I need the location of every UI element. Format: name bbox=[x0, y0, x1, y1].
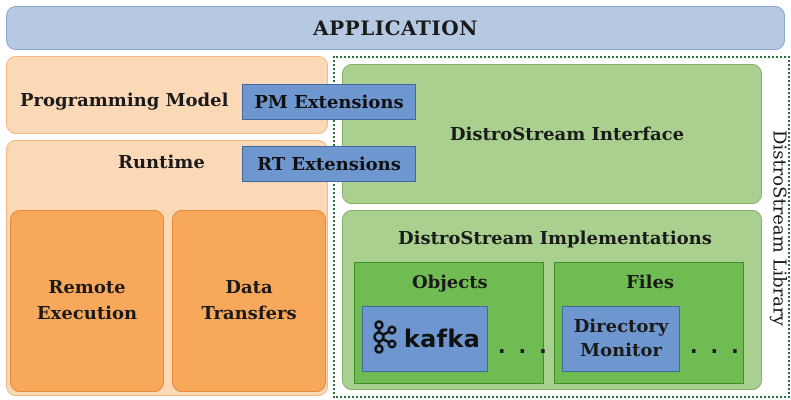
pm-extensions-box: PM Extensions bbox=[242, 84, 416, 120]
data-transfers-box: Data Transfers bbox=[172, 210, 326, 392]
application-label: APPLICATION bbox=[313, 16, 478, 40]
directory-monitor-line2: Monitor bbox=[580, 340, 662, 361]
programming-model-label: Programming Model bbox=[20, 90, 229, 111]
kafka-label: kafka bbox=[403, 325, 481, 353]
distrostream-implementations-label: DistroStream Implementations bbox=[398, 228, 712, 249]
data-transfers-line2: Transfers bbox=[201, 303, 297, 324]
rt-extensions-box: RT Extensions bbox=[242, 146, 416, 182]
distrostream-interface-label: DistroStream Interface bbox=[449, 123, 685, 145]
kafka-box: kafka bbox=[362, 306, 488, 372]
files-ellipsis: . . . bbox=[690, 334, 742, 358]
files-label: Files bbox=[626, 272, 675, 293]
pm-extensions-label: PM Extensions bbox=[254, 91, 404, 113]
remote-execution-box: Remote Execution bbox=[10, 210, 164, 392]
kafka-logo-icon bbox=[370, 320, 398, 358]
library-boundary bbox=[333, 56, 790, 398]
remote-execution-line1: Remote bbox=[48, 276, 126, 298]
directory-monitor-line1: Directory bbox=[573, 315, 669, 337]
library-boundary-left bbox=[333, 56, 335, 398]
objects-label: Objects bbox=[412, 272, 488, 293]
runtime-label: Runtime bbox=[118, 152, 205, 173]
objects-ellipsis: . . . bbox=[498, 334, 550, 358]
application-bar: APPLICATION bbox=[6, 6, 785, 50]
directory-monitor-box: Directory Monitor bbox=[562, 306, 680, 372]
remote-execution-line2: Execution bbox=[36, 303, 138, 324]
data-transfers-line1: Data bbox=[225, 276, 273, 298]
distrostream-library-label: DistroStream Library bbox=[768, 130, 790, 326]
rt-extensions-label: RT Extensions bbox=[257, 153, 401, 175]
